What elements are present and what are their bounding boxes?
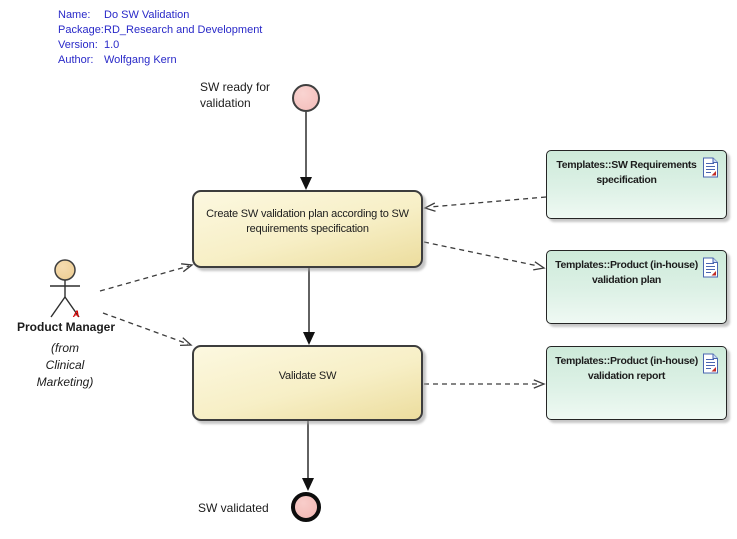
actor-stereotype-marker: A: [73, 309, 80, 319]
meta-label: Package:: [58, 24, 104, 36]
control-flow-activity1-to-activity2[interactable]: [303, 268, 315, 345]
activity-label: Validate SW: [278, 369, 337, 382]
initial-node[interactable]: [292, 84, 320, 112]
meta-row-package: Package:RD_Research and Development: [58, 23, 262, 38]
document-icon: [703, 353, 718, 374]
artifact-template-sw-requirements-specification[interactable]: Templates::SW Requirements specification: [546, 150, 727, 219]
artifact-template-product-validation-report[interactable]: Templates::Product (in-house) validation…: [546, 346, 727, 420]
dependency-activity1-to-template2[interactable]: [423, 241, 546, 271]
artifact-label: Templates::SW Requirements specification: [556, 159, 697, 186]
actor-name: Product Manager: [16, 320, 115, 334]
artifact-label: Templates::Product (in-house) validation…: [555, 259, 698, 286]
activity-label: Create SW validation plan according to S…: [206, 208, 409, 235]
actor-figure[interactable]: [50, 259, 80, 318]
meta-row-author: Author: Wolfgang Kern: [58, 53, 262, 68]
meta-value: Wolfgang Kern: [104, 54, 177, 66]
artifact-label: Templates::Product (in-house) validation…: [555, 355, 698, 382]
meta-value: Do SW Validation: [104, 9, 190, 21]
artifact-template-product-validation-plan[interactable]: Templates::Product (in-house) validation…: [546, 250, 727, 324]
meta-row-version: Version: 1.0: [58, 38, 262, 53]
actor-head: [54, 259, 76, 281]
meta-row-name: Name: Do SW Validation: [58, 8, 262, 23]
dependency-actor-to-activity2[interactable]: [102, 312, 193, 347]
meta-value: RD_Research and Development: [104, 24, 263, 36]
document-icon: [703, 257, 718, 278]
diagram-properties-note: Name: Do SW Validation Package:RD_Researc…: [58, 8, 262, 68]
meta-label: Version:: [58, 39, 98, 51]
dependency-actor-to-activity1[interactable]: [99, 263, 194, 292]
dependency-template1-to-activity1[interactable]: [423, 196, 547, 212]
end-node-label: SW validated: [198, 501, 269, 515]
document-icon: [703, 157, 718, 178]
final-node[interactable]: [291, 492, 321, 522]
actor-origin-note: (from Clinical Marketing): [36, 341, 94, 389]
start-node-label: SW ready for validation: [200, 80, 271, 110]
activity-validate-sw[interactable]: Validate SW: [192, 345, 423, 421]
control-flow-activity2-to-end[interactable]: [302, 421, 314, 491]
control-flow-start-to-activity1[interactable]: [300, 112, 312, 190]
dependency-activity2-to-template3[interactable]: [424, 379, 546, 389]
activity-create-sw-validation-plan[interactable]: Create SW validation plan according to S…: [192, 190, 423, 268]
meta-label: Author:: [58, 54, 94, 66]
meta-value: 1.0: [104, 39, 120, 51]
meta-label: Name:: [58, 9, 91, 21]
